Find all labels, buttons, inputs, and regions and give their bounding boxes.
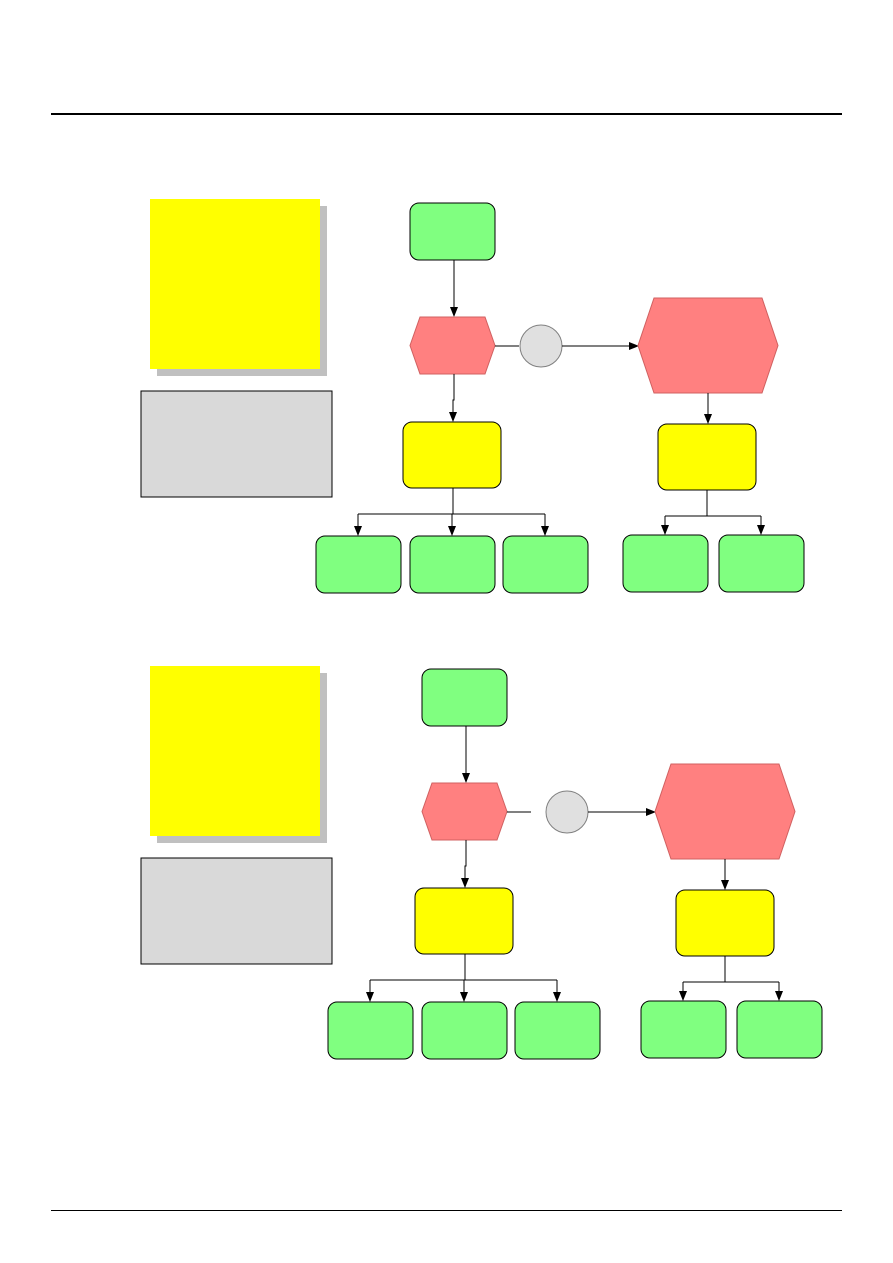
diagram-2-left-function (414, 887, 514, 955)
diagram-2-connector (545, 790, 589, 834)
diagram-2-right-event-2 (736, 1000, 823, 1059)
diagram-1-connector (519, 324, 563, 368)
diagram-1-legend (140, 390, 333, 498)
diagram-2-note (150, 666, 327, 843)
diagram-2-alt-decision (654, 763, 796, 860)
diagram-1-start-event (409, 202, 496, 261)
header-rule (51, 113, 842, 115)
diagram-2-legend (140, 857, 333, 965)
diagram-1-left-event-2 (409, 535, 496, 594)
diagram-1-left-event-1 (315, 535, 402, 594)
diagram-2-left-event-3 (514, 1001, 601, 1060)
diagram-2-right-function (675, 889, 775, 957)
diagram-1-right-event-2 (718, 534, 805, 593)
diagram-2-start-event (421, 668, 508, 727)
diagram-1-alt-decision (637, 297, 779, 394)
diagram-1-right-event-1 (622, 534, 709, 593)
diagram-2-left-event-1 (327, 1001, 414, 1060)
diagram-1-arrow-decision-to-function (449, 374, 457, 422)
diagram-2-left-event-2 (421, 1001, 508, 1060)
footer-rule (51, 1210, 842, 1211)
diagram-1-decision (409, 316, 496, 375)
diagram-1-left-event-3 (502, 535, 589, 594)
diagram-2-decision (421, 782, 508, 841)
diagram-2-right-event-1 (640, 1000, 727, 1059)
diagram-1-note (150, 199, 327, 376)
diagram-1-left-function (402, 421, 502, 489)
diagram-1-right-function (657, 423, 757, 491)
diagram-2-arrow-decision-to-function (461, 840, 469, 888)
